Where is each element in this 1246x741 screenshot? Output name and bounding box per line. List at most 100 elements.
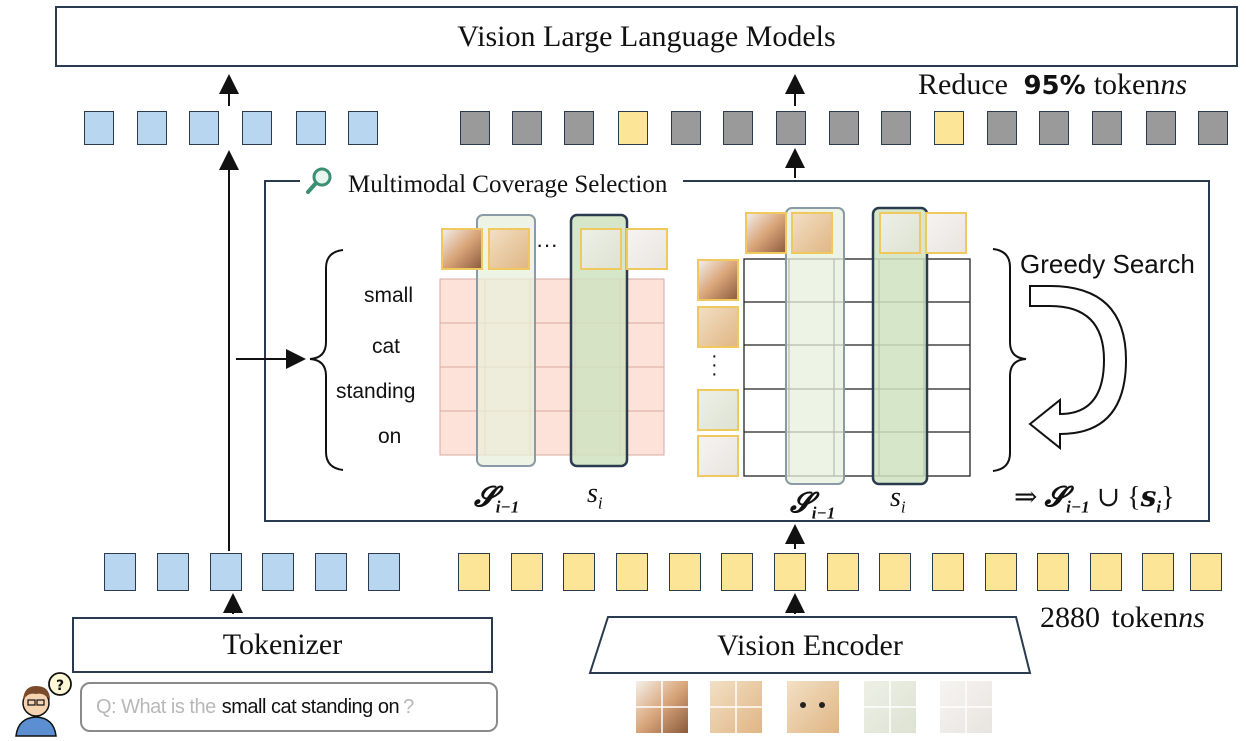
patch-ellipsis: ··· — [536, 232, 558, 257]
mcs-title: Multimodal Coverage Selection — [348, 170, 668, 198]
prev-set-symbol: 𝓢 — [474, 480, 496, 513]
prev-set-sub: i−1 — [495, 497, 520, 517]
vision-vision-grid — [743, 258, 971, 477]
prev-set-column-left — [476, 214, 536, 467]
text-token — [368, 553, 400, 591]
input-token-stat: 2880 tokenns — [1040, 601, 1205, 635]
result-item: s — [1140, 480, 1157, 513]
vision-encoder-shape — [588, 616, 1032, 674]
vision-token — [669, 553, 701, 591]
vision-token — [1190, 553, 1222, 591]
mcs-title-group: Multimodal Coverage Selection — [300, 166, 684, 203]
right-brace — [992, 248, 1027, 472]
text-token — [242, 111, 272, 145]
text-token — [348, 111, 378, 145]
pruned-token — [987, 111, 1017, 145]
vision-token — [1142, 553, 1174, 591]
result-item-sub: i — [1156, 497, 1162, 517]
text-token — [157, 553, 189, 591]
pruned-token — [829, 111, 859, 145]
kept-vision-token — [934, 111, 964, 145]
prev-set-label-right: 𝓢i−1 — [790, 486, 835, 524]
vision-token — [827, 553, 859, 591]
prev-set-column-right — [785, 207, 845, 485]
pruned-token — [881, 111, 911, 145]
input-token-unit: token — [1111, 601, 1179, 634]
pruned-token — [512, 111, 542, 145]
vision-token — [616, 553, 648, 591]
vision-token — [563, 553, 595, 591]
input-image-patches — [636, 681, 992, 733]
magnifier-icon — [304, 166, 334, 203]
text-token — [315, 553, 347, 591]
vision-token — [1090, 553, 1122, 591]
selected-column-left — [569, 213, 629, 468]
implies-symbol: ⇒ — [1014, 482, 1038, 513]
vision-token — [774, 553, 806, 591]
new-item-sub: i — [597, 493, 603, 513]
new-item-symbol: s — [587, 478, 598, 509]
pruned-token — [671, 111, 701, 145]
prev-set-sub: i−1 — [1066, 497, 1090, 517]
text-token — [210, 553, 242, 591]
pruned-token — [564, 111, 594, 145]
text-token — [189, 111, 219, 145]
reduce-percent: 95% — [1023, 71, 1086, 101]
vision-token — [1037, 553, 1069, 591]
right-grid-side-patches — [697, 259, 739, 477]
new-item-label-right: si — [890, 482, 906, 518]
greedy-loop-arrow — [1028, 285, 1128, 451]
text-token — [137, 111, 167, 145]
patch-ellipsis-vertical: ··· — [711, 345, 718, 385]
pruned-token — [1092, 111, 1122, 145]
reduce-unit: token — [1093, 68, 1161, 101]
text-token — [84, 111, 114, 145]
selected-column-right — [871, 206, 929, 486]
reduce-stat: Reduce 95%tokenns — [918, 68, 1187, 102]
pruned-token — [723, 111, 753, 145]
row-label-cat: cat — [372, 335, 401, 358]
vision-token — [879, 553, 911, 591]
question-box: Q: What is the small cat standing on ? — [80, 682, 498, 732]
new-item-sub: i — [900, 497, 906, 517]
vision-token — [721, 553, 753, 591]
union-close: } — [1161, 482, 1175, 513]
question-suffix: ? — [403, 695, 415, 718]
pruned-token — [1198, 111, 1228, 145]
row-label-small: small — [364, 284, 414, 307]
pruned-token — [776, 111, 806, 145]
text-vision-similarity-grid — [439, 278, 665, 456]
tokenizer-label: Tokenizer — [222, 628, 343, 661]
vision-encoder-label: Vision Encoder — [717, 629, 903, 662]
pruned-token — [460, 111, 490, 145]
prev-set-symbol: 𝓢 — [790, 486, 812, 519]
reduce-unit-italic: ns — [1160, 68, 1188, 101]
vision-token — [985, 553, 1017, 591]
prev-set-sub: i−1 — [811, 503, 836, 523]
prev-set-label-left: 𝓢i−1 — [474, 480, 519, 518]
new-item-label-left: si — [587, 478, 603, 514]
text-token — [296, 111, 326, 145]
kept-vision-token — [618, 111, 648, 145]
row-label-standing: standing — [336, 380, 416, 403]
vision-token — [458, 553, 490, 591]
new-item-symbol: s — [890, 482, 901, 513]
vllm-box: Vision Large Language Models — [55, 6, 1238, 67]
right-grid-top-patches — [745, 212, 967, 254]
text-token — [262, 553, 294, 591]
user-avatar-icon: ? — [15, 672, 72, 737]
left-grid-patches — [441, 228, 668, 270]
question-prefix: Q: What is the — [96, 695, 216, 718]
tokenizer-box: Tokenizer — [72, 617, 493, 673]
input-token-unit-italic: ns — [1178, 601, 1205, 634]
left-brace — [309, 249, 344, 471]
input-token-count: 2880 — [1040, 601, 1100, 634]
vision-token — [511, 553, 543, 591]
greedy-search-label: Greedy Search — [1020, 249, 1195, 279]
prev-set-symbol: 𝓢 — [1044, 480, 1067, 513]
vllm-title: Vision Large Language Models — [457, 19, 836, 53]
question-emphasis: small cat standing on — [221, 695, 400, 718]
union-open: ∪ { — [1096, 482, 1141, 513]
pruned-token — [1039, 111, 1069, 145]
